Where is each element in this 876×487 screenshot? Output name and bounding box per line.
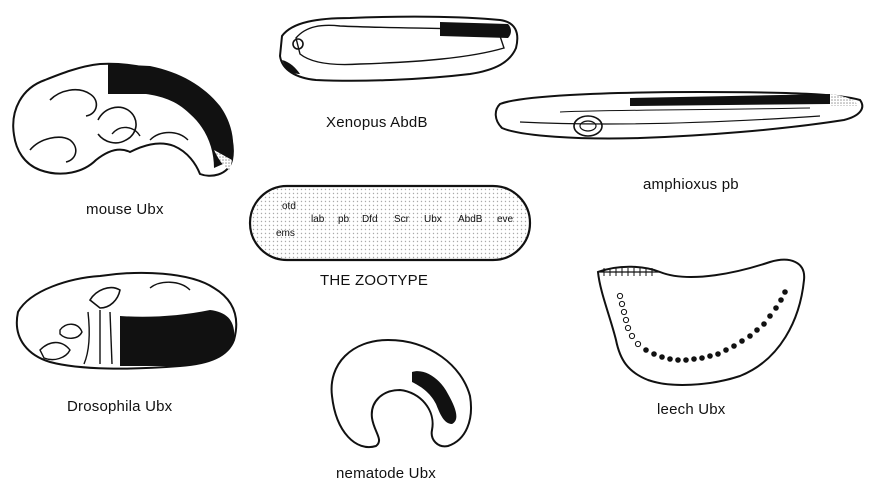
xenopus-embryo-drawing [280,17,517,81]
label-drosophila-ubx: Drosophila Ubx [67,398,172,415]
zootype-gene-pb: pb [338,214,349,225]
zootype-gene-ems: ems [276,228,295,239]
zootype-title: THE ZOOTYPE [320,272,428,289]
mouse-embryo-drawing [13,64,233,176]
zootype-capsule [250,186,530,260]
amphioxus-embryo-drawing [496,92,863,139]
zootype-gene-lab: lab [311,214,324,225]
zootype-gene-ubx: Ubx [424,214,442,225]
leech-embryo-drawing [598,260,804,385]
label-mouse-ubx: mouse Ubx [86,201,164,218]
label-nematode-ubx: nematode Ubx [336,465,436,482]
label-leech-ubx: leech Ubx [657,401,726,418]
drosophila-embryo-drawing [17,273,236,369]
nematode-embryo-drawing [332,340,471,447]
zootype-gene-eve: eve [497,214,513,225]
zootype-gene-scr: Scr [394,214,409,225]
zootype-gene-otd: otd [282,201,296,212]
zootype-gene-dfd: Dfd [362,214,378,225]
label-amphioxus-pb: amphioxus pb [643,176,739,193]
label-xenopus-abdb: Xenopus AbdB [326,114,428,131]
zootype-gene-abdb: AbdB [458,214,482,225]
